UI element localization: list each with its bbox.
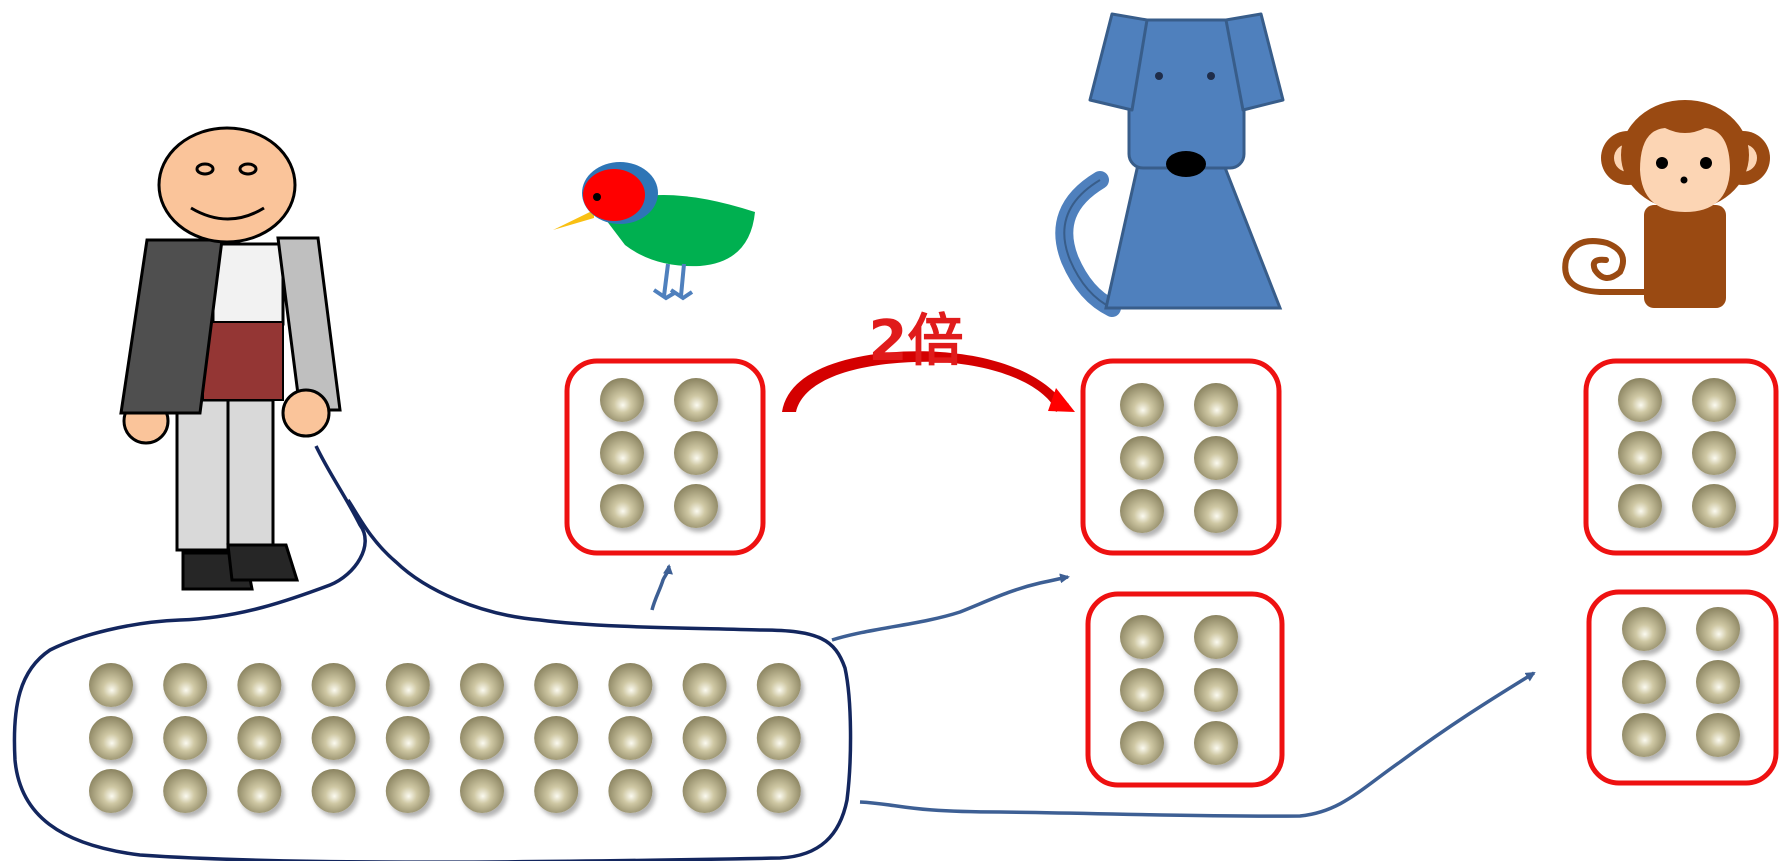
ball bbox=[534, 769, 579, 813]
ball bbox=[1696, 713, 1740, 757]
ball bbox=[1692, 484, 1736, 528]
ball bbox=[682, 716, 727, 760]
ball bbox=[600, 378, 644, 422]
balls-layer bbox=[89, 378, 1740, 813]
ball bbox=[1120, 668, 1164, 712]
person-group-outline bbox=[12, 445, 853, 861]
ball bbox=[1194, 383, 1238, 427]
monkey-box-bottom bbox=[1586, 589, 1779, 786]
ball bbox=[89, 663, 133, 707]
ball-group-dog bbox=[1120, 615, 1238, 765]
ball bbox=[1692, 431, 1736, 475]
ball bbox=[385, 769, 430, 813]
ball bbox=[385, 663, 430, 707]
ball bbox=[1622, 660, 1666, 704]
ball-group-person bbox=[89, 663, 801, 813]
ball bbox=[1618, 484, 1662, 528]
ball bbox=[89, 769, 133, 813]
ball bbox=[682, 769, 727, 813]
ball bbox=[674, 431, 718, 475]
dog-box-top bbox=[1080, 358, 1282, 556]
ball bbox=[460, 663, 504, 707]
ball bbox=[534, 663, 579, 707]
ball bbox=[674, 378, 718, 422]
ball bbox=[311, 663, 356, 707]
ball bbox=[756, 716, 801, 760]
ball bbox=[608, 716, 653, 760]
ball bbox=[237, 769, 282, 813]
ball bbox=[89, 716, 133, 760]
ball bbox=[682, 663, 727, 707]
ball bbox=[460, 716, 504, 760]
ball bbox=[311, 716, 356, 760]
double-arrow-annotation: 2倍 bbox=[782, 309, 1075, 412]
ball bbox=[1618, 378, 1662, 422]
ball-group-dog bbox=[1120, 383, 1238, 533]
ball bbox=[1696, 607, 1740, 651]
dog-icon bbox=[1055, 12, 1285, 317]
ball bbox=[608, 769, 653, 813]
bird-box bbox=[564, 358, 766, 556]
ball bbox=[600, 431, 644, 475]
ball bbox=[311, 769, 356, 813]
ball bbox=[600, 484, 644, 528]
person-icon bbox=[119, 126, 342, 591]
arrow-to-monkey bbox=[859, 671, 1536, 818]
ball bbox=[1120, 383, 1164, 427]
ball bbox=[1194, 615, 1238, 659]
bird-icon bbox=[553, 162, 755, 301]
monkey-box-top bbox=[1583, 358, 1779, 556]
ball bbox=[1618, 431, 1662, 475]
ball bbox=[674, 484, 718, 528]
ball bbox=[1120, 721, 1164, 765]
dog-box-bottom bbox=[1085, 591, 1285, 788]
ball bbox=[534, 716, 579, 760]
ball bbox=[1194, 436, 1238, 480]
ball bbox=[163, 663, 208, 707]
ball bbox=[1120, 489, 1164, 533]
ball bbox=[1194, 721, 1238, 765]
ball bbox=[1696, 660, 1740, 704]
ball bbox=[385, 716, 430, 760]
monkey-icon bbox=[1562, 100, 1770, 308]
arrow-to-bird bbox=[650, 564, 673, 611]
ball bbox=[1622, 713, 1666, 757]
ball bbox=[237, 663, 282, 707]
ball-group-monkey bbox=[1618, 378, 1736, 528]
ball bbox=[163, 716, 208, 760]
ball bbox=[1622, 607, 1666, 651]
ball bbox=[756, 769, 801, 813]
ball bbox=[163, 769, 208, 813]
ball-group-bird bbox=[600, 378, 718, 528]
ball bbox=[460, 769, 504, 813]
ball bbox=[237, 716, 282, 760]
arrow-to-dog bbox=[831, 573, 1070, 642]
ball bbox=[1692, 378, 1736, 422]
distribution-arrows bbox=[650, 564, 1536, 818]
ball bbox=[1120, 615, 1164, 659]
ball bbox=[1120, 436, 1164, 480]
ball-group-monkey bbox=[1622, 607, 1740, 757]
multiplier-label: 2倍 bbox=[869, 309, 964, 374]
ball bbox=[1194, 489, 1238, 533]
red-curved-arrow bbox=[782, 351, 1069, 412]
ball bbox=[1194, 668, 1238, 712]
ball bbox=[608, 663, 653, 707]
ball bbox=[756, 663, 801, 707]
